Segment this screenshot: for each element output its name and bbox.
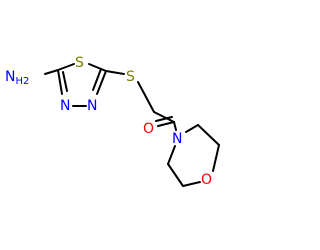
carbonyl-oxygen-label: O bbox=[143, 121, 154, 137]
bond-c2-n3-double bbox=[92, 68, 102, 91]
thioether-sulfur-label: S bbox=[126, 69, 135, 85]
amino-n-symbol: N bbox=[5, 69, 15, 85]
ring-sulfur-label: S bbox=[75, 55, 84, 71]
bond-morpholine-n-c-right-top bbox=[185, 124, 199, 133]
morpholine-oxygen-label: O bbox=[201, 172, 212, 188]
bond-ch2-carbonyl-c bbox=[153, 111, 175, 123]
molecule-structure-diagram: NH2 S N N S O N O bbox=[5, 55, 220, 188]
amino-h-count: H bbox=[15, 76, 23, 87]
bonds bbox=[44, 63, 220, 187]
bond-ring-s-c2 bbox=[88, 63, 107, 72]
bond-carbonyl-c-o bbox=[157, 121, 175, 127]
bond-amino-c5 bbox=[44, 69, 59, 75]
bond-n4-c5 bbox=[57, 69, 63, 95]
morpholine-nitrogen-label: N bbox=[172, 131, 182, 147]
bond-c2-thioether-s bbox=[105, 70, 125, 75]
bond-n4-c5-double bbox=[62, 71, 68, 92]
bond-morpholine-c-left-top-n bbox=[167, 145, 176, 165]
bond-carbonyl-c-o-double bbox=[155, 116, 173, 122]
amino-group-label: NH2 bbox=[5, 69, 29, 87]
ring-nitrogen-right-label: N bbox=[87, 98, 97, 114]
bond-c2-n3 bbox=[96, 70, 107, 95]
bond-carbonyl-c-morpholine-n bbox=[173, 121, 177, 131]
ring-nitrogen-left-label: N bbox=[60, 98, 70, 114]
bond-morpholine-c-left-bottom-c-left-top bbox=[167, 163, 184, 187]
bond-morpholine-c-right-top-c-right-bottom bbox=[197, 124, 220, 146]
bond-morpholine-o-c-left-bottom bbox=[182, 181, 201, 187]
amino-h-subscript: 2 bbox=[23, 76, 29, 87]
bond-thioether-s-ch2 bbox=[137, 81, 155, 113]
bond-morpholine-c-right-bottom-o bbox=[212, 144, 220, 172]
bond-c5-ring-s bbox=[57, 63, 75, 71]
atom-labels: NH2 S N N S O N O bbox=[5, 55, 212, 188]
